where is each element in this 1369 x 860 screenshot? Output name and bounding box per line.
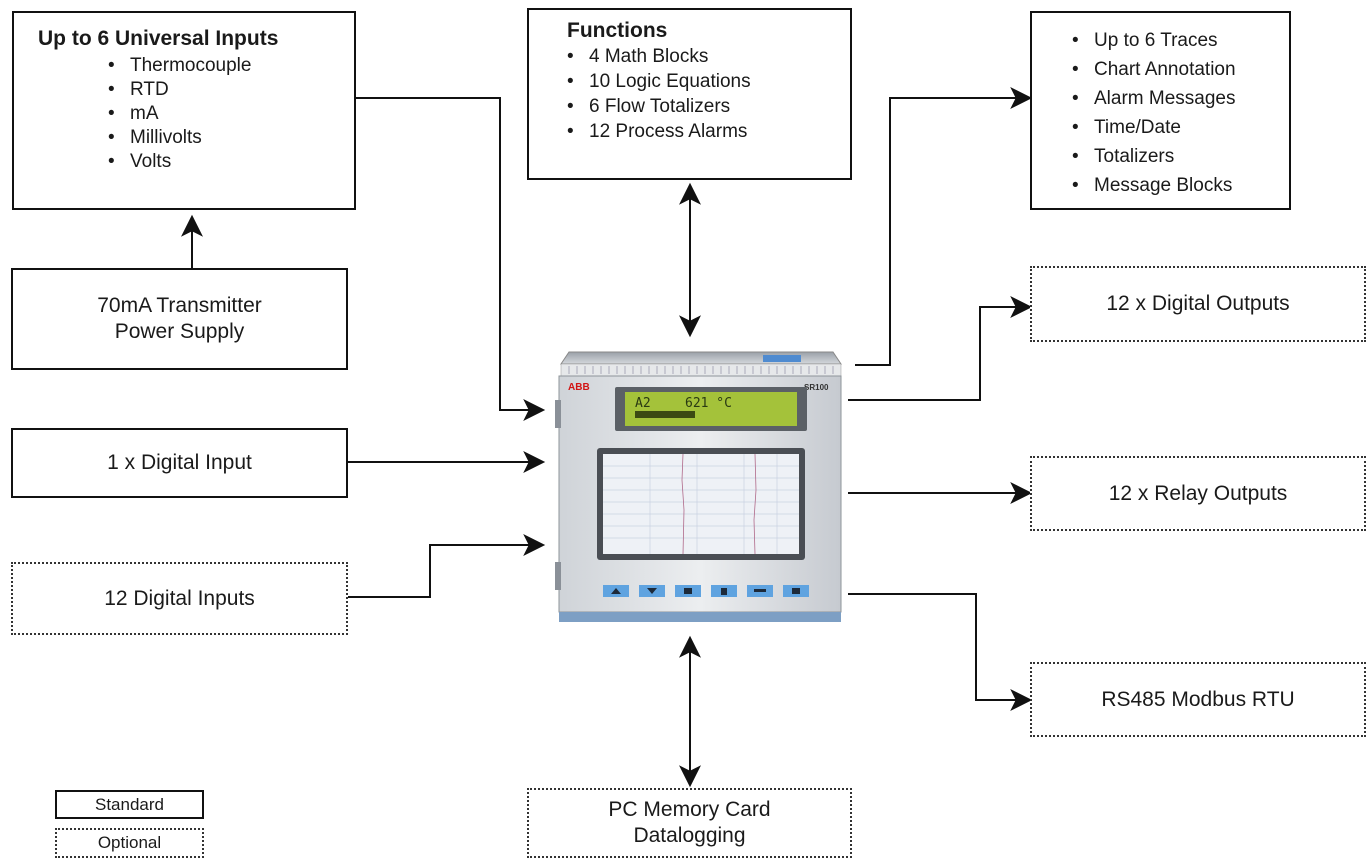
universal-inputs-title: Up to 6 Universal Inputs xyxy=(38,27,279,50)
digital-input-label: 1 x Digital Input xyxy=(107,451,252,474)
legend-standard: Standard xyxy=(55,790,204,819)
brand-logo: ABB xyxy=(568,382,590,393)
digital-inputs-12-box: 12 Digital Inputs xyxy=(11,562,348,635)
list-item: Millivolts xyxy=(108,126,354,150)
arrow-inputs-to-device xyxy=(356,97,546,421)
list-item: 12 Process Alarms xyxy=(567,119,850,144)
chart-paper xyxy=(603,454,799,554)
memory-card-line2: Datalogging xyxy=(633,824,746,847)
functions-title: Functions xyxy=(567,19,668,42)
recorder-device: ABB SR100 A2 621 °C xyxy=(555,351,842,622)
lcd-bargraph xyxy=(635,411,695,418)
list-item: Totalizers xyxy=(1072,142,1289,171)
display-features-list: Up to 6 Traces Chart Annotation Alarm Me… xyxy=(1072,26,1289,200)
digital-input-box: 1 x Digital Input xyxy=(11,428,348,498)
relay-outputs-box: 12 x Relay Outputs xyxy=(1030,456,1366,531)
modbus-box: RS485 Modbus RTU xyxy=(1030,662,1366,737)
list-item: 6 Flow Totalizers xyxy=(567,94,850,119)
list-item: mA xyxy=(108,102,354,126)
memory-card-box: PC Memory Card Datalogging xyxy=(527,788,852,858)
display-features-box: Up to 6 Traces Chart Annotation Alarm Me… xyxy=(1030,11,1291,210)
universal-inputs-box: Up to 6 Universal Inputs Thermocouple RT… xyxy=(12,11,356,210)
functions-list: 4 Math Blocks 10 Logic Equations 6 Flow … xyxy=(567,44,850,144)
digital-outputs-box: 12 x Digital Outputs xyxy=(1030,266,1366,342)
transmitter-box: 70mA Transmitter Power Supply xyxy=(11,268,348,370)
legend-optional-label: Optional xyxy=(97,833,162,852)
modbus-label: RS485 Modbus RTU xyxy=(1101,687,1295,711)
list-item: Volts xyxy=(108,150,354,174)
arrow-device-to-digital-outputs xyxy=(848,296,1033,401)
transmitter-line1: 70mA Transmitter xyxy=(97,294,262,317)
list-item: Message Blocks xyxy=(1072,171,1289,200)
digital-inputs-12-label: 12 Digital Inputs xyxy=(104,586,255,610)
universal-inputs-list: Thermocouple RTD mA Millivolts Volts xyxy=(108,54,354,174)
lcd-value: 621 °C xyxy=(685,396,732,411)
list-item: Up to 6 Traces xyxy=(1072,26,1289,55)
arrow-device-to-features xyxy=(855,87,1033,366)
list-item: Alarm Messages xyxy=(1072,84,1289,113)
legend-optional: Optional xyxy=(55,828,204,858)
lcd-channel: A2 xyxy=(635,396,651,411)
transmitter-line2: Power Supply xyxy=(114,320,245,343)
arrow-12-inputs-to-device xyxy=(348,534,546,598)
memory-card-line1: PC Memory Card xyxy=(608,798,771,821)
digital-outputs-label: 12 x Digital Outputs xyxy=(1106,292,1290,315)
relay-outputs-label: 12 x Relay Outputs xyxy=(1108,481,1288,505)
legend-standard-label: Standard xyxy=(95,794,164,814)
functions-box: Functions 4 Math Blocks 10 Logic Equatio… xyxy=(527,8,852,180)
list-item: 10 Logic Equations xyxy=(567,69,850,94)
model-label: SR100 xyxy=(804,383,829,392)
list-item: Time/Date xyxy=(1072,113,1289,142)
list-item: 4 Math Blocks xyxy=(567,44,850,69)
list-item: Chart Annotation xyxy=(1072,55,1289,84)
arrow-device-to-modbus xyxy=(848,593,1033,711)
list-item: Thermocouple xyxy=(108,54,354,78)
front-panel-buttons xyxy=(603,585,809,597)
list-item: RTD xyxy=(108,78,354,102)
